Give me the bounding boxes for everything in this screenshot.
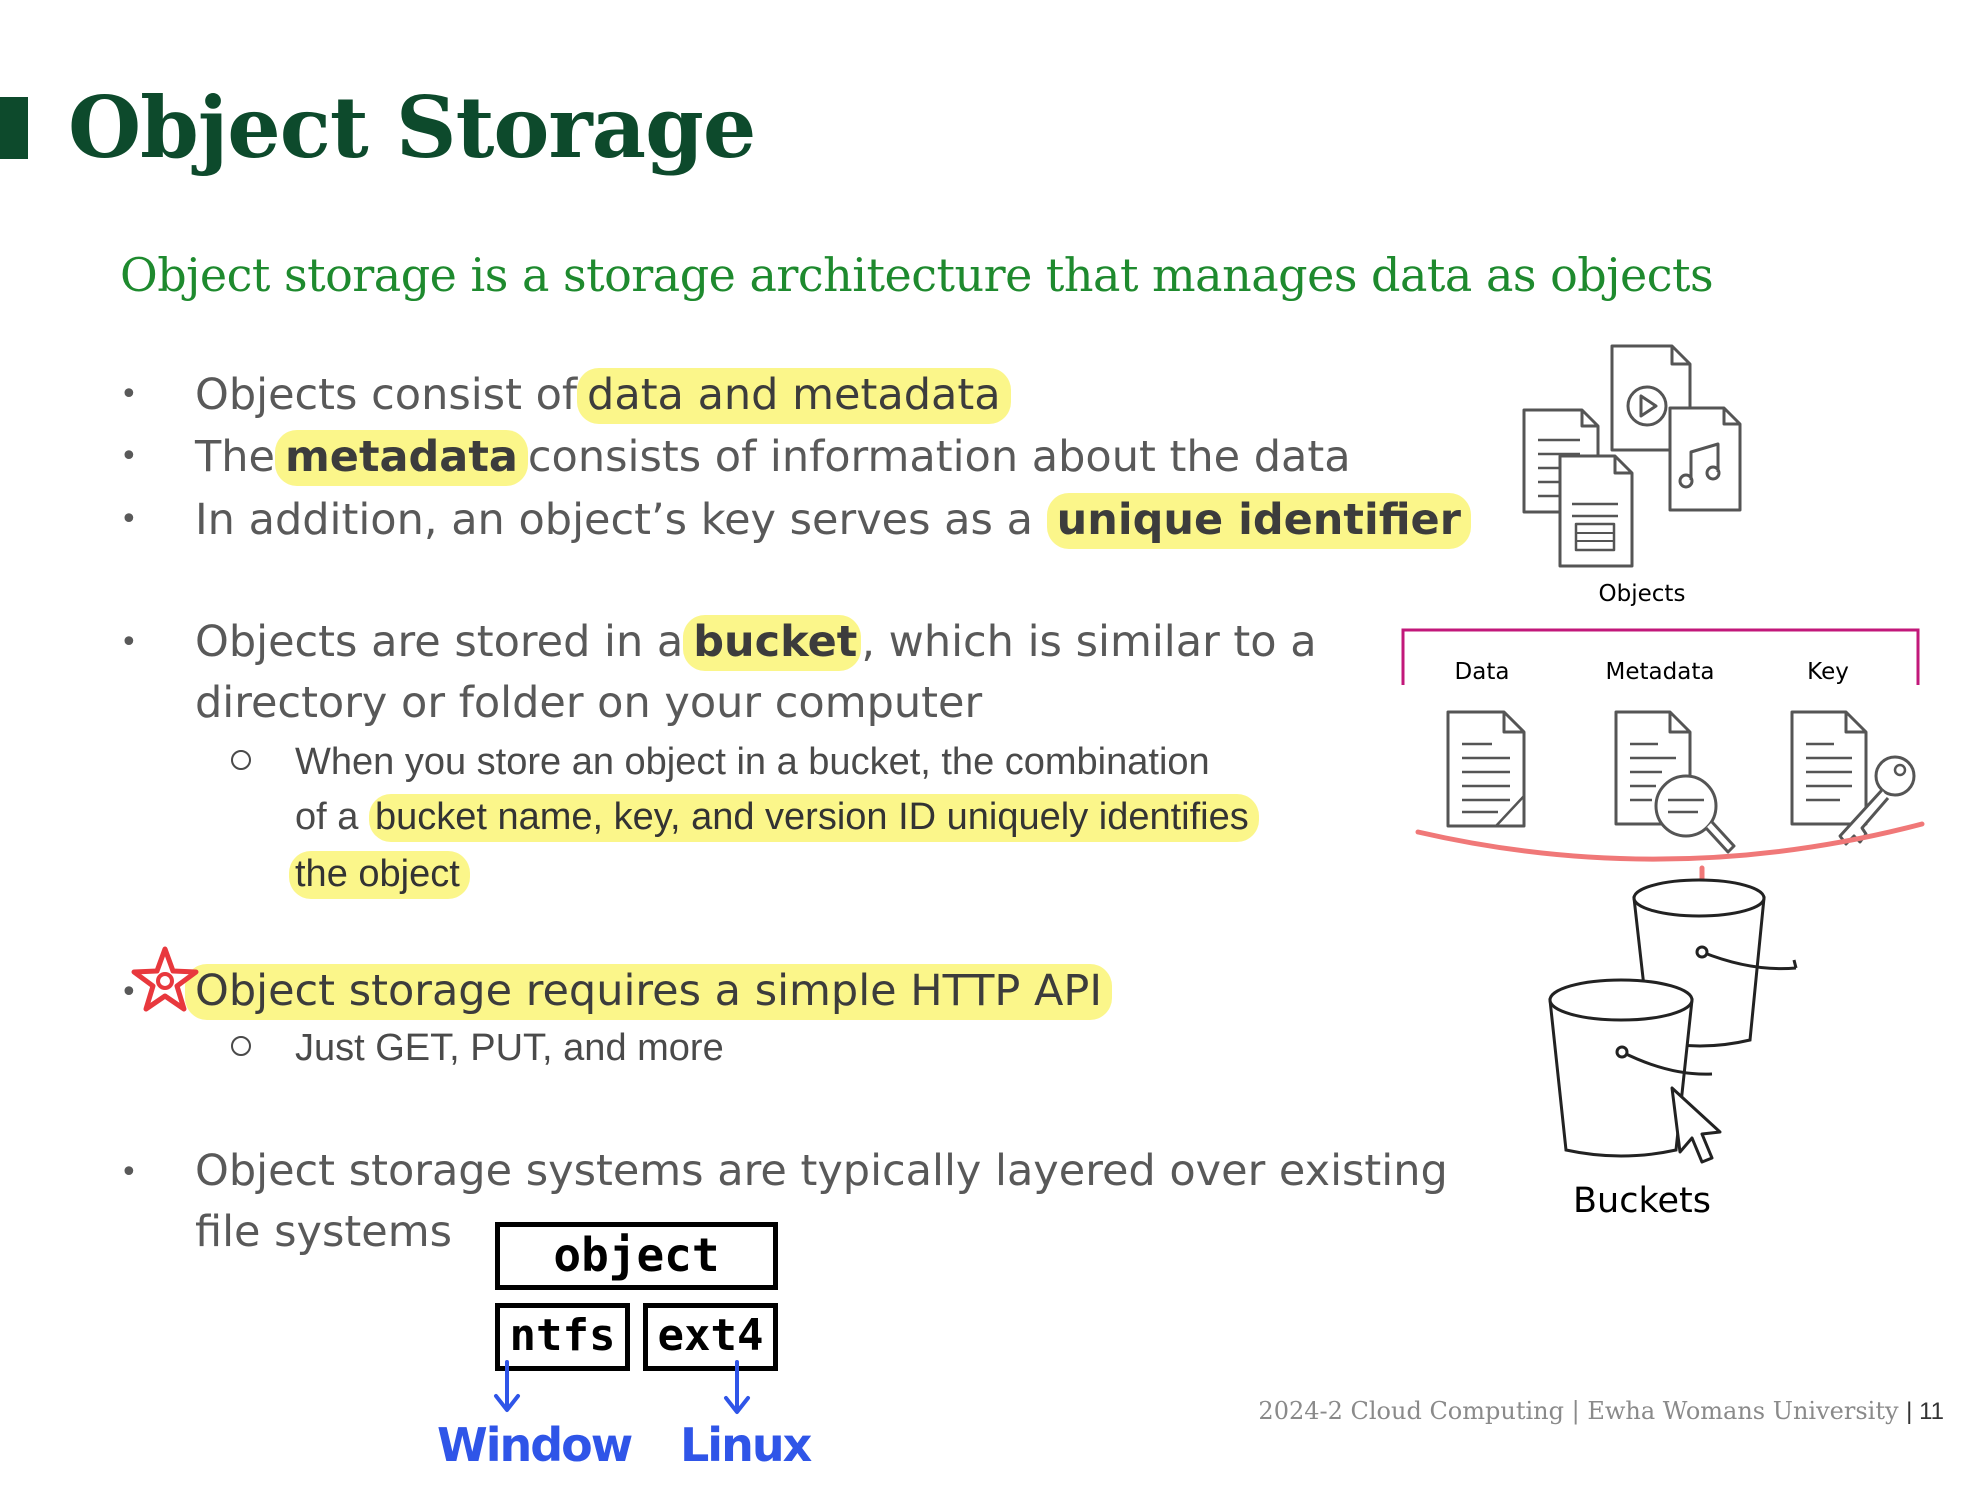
highlight-bucket: bucket: [683, 615, 862, 671]
slide-subtitle: Object storage is a storage architecture…: [120, 248, 1714, 302]
bullet-dot: •: [120, 975, 138, 1010]
handwritten-arrows: [494, 1360, 750, 1414]
bullet-layered: Object storage systems are typically lay…: [195, 1146, 1448, 1196]
bullet-text: The: [195, 432, 275, 482]
highlight-metadata: metadata: [274, 430, 528, 486]
highlight-bucket-name-key-version: bucket name, key, and version ID uniquel…: [368, 794, 1259, 842]
bullet-dot: •: [120, 502, 138, 537]
ext4-label: ext4: [657, 1310, 764, 1361]
bullet-text: In addition, an object’s key serves as a: [195, 495, 1033, 545]
sub-bullet-circle: [231, 750, 251, 770]
slide-title: Object Storage: [68, 78, 756, 177]
bullet-text: of a: [295, 796, 359, 838]
bullet-text: Objects consist of: [195, 370, 578, 420]
cursor-icon: [1670, 1086, 1722, 1164]
sub-bullet-circle: [231, 1036, 251, 1056]
bullet-http-api: Object storage requires a simple HTTP AP…: [185, 964, 1113, 1020]
data-document-icon: [1446, 710, 1526, 828]
star-annotation-icon: [131, 946, 199, 1012]
merge-arc: [1415, 821, 1925, 862]
metadata-label: Metadata: [1606, 659, 1715, 685]
footer-course-text: 2024-2 Cloud Computing | Ewha Womans Uni…: [1258, 1397, 1899, 1425]
bullet-text: , which is similar to a: [861, 617, 1317, 667]
sub-bullet-combination: When you store an object in a bucket, th…: [295, 741, 1210, 783]
highlight-data-and-metadata: data and metadata: [577, 368, 1011, 424]
data-label: Data: [1455, 659, 1510, 685]
bullet-unique-identifier: In addition, an object’s key serves as a…: [195, 493, 1471, 549]
objects-label: Objects: [1599, 581, 1686, 607]
bullet-layered-line2: file systems: [195, 1207, 453, 1257]
bullet-dot: •: [120, 377, 138, 412]
object-storage-diagram: Objects Data Metadata Key: [1401, 344, 1925, 1220]
text-file-icon: [1558, 454, 1634, 568]
ntfs-label: ntfs: [509, 1310, 616, 1361]
highlight-unique-identifier: unique identifier: [1046, 493, 1471, 549]
bullet-bucket-line2: directory or folder on your computer: [195, 678, 983, 728]
bullet-dot: •: [120, 1155, 138, 1190]
object-layer-label: object: [553, 1228, 720, 1282]
bullet-text: consists of information about the data: [527, 432, 1351, 482]
music-file-icon: [1668, 406, 1742, 512]
bucket-icon: [1548, 978, 1713, 1158]
sub-bullet-combination-line2: of a bucket name, key, and version ID un…: [295, 794, 1259, 842]
buckets-label: Buckets: [1573, 1181, 1711, 1220]
bullet-dot: •: [120, 439, 138, 474]
key-document-icon: [1790, 710, 1916, 846]
slide-footer: 2024-2 Cloud Computing | Ewha Womans Uni…: [1258, 1397, 1944, 1426]
ntfs-box: ntfs: [495, 1303, 630, 1371]
ext4-box: ext4: [643, 1303, 778, 1371]
highlight-http-api: Object storage requires a simple HTTP AP…: [185, 964, 1113, 1020]
bullet-dot: •: [120, 625, 138, 660]
windows-label: Window: [437, 1418, 633, 1472]
sub-bullet-combination-line3: the object: [289, 851, 470, 899]
title-accent-bar: [0, 97, 28, 159]
page-number: | 11: [1906, 1398, 1944, 1425]
object-layer-box: object: [495, 1222, 778, 1290]
bullet-text: Objects are stored in a: [195, 617, 684, 667]
highlight-the-object: the object: [289, 851, 470, 899]
grouping-bracket: [1401, 628, 1920, 685]
sub-bullet-get-put: Just GET, PUT, and more: [295, 1027, 724, 1069]
key-label: Key: [1807, 659, 1849, 685]
search-document-icon: [1614, 710, 1736, 854]
linux-label: Linux: [680, 1418, 812, 1472]
